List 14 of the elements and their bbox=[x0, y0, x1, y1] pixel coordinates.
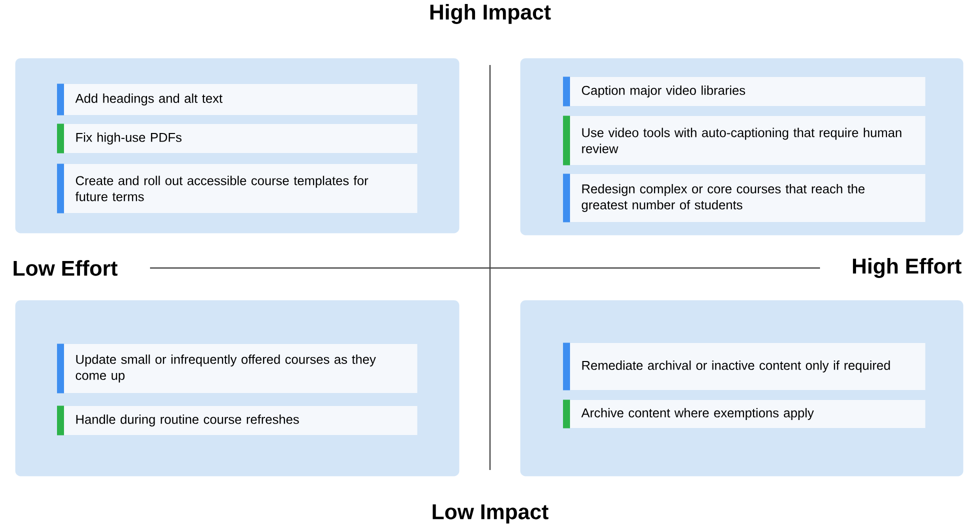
axis-label: High Effort bbox=[852, 258, 962, 278]
action-item: Handle during routine course refreshes bbox=[57, 406, 418, 436]
action-item: Archive content where exemptions apply bbox=[563, 400, 926, 428]
action-item: Redesign complex or core courses that reach the greatest number of students bbox=[563, 174, 926, 222]
action-item: Fix high-use PDFs bbox=[57, 124, 418, 154]
action-item: Caption major video libraries bbox=[563, 76, 926, 106]
axis-label: High Impact bbox=[430, 4, 551, 24]
axis-label: Low Effort bbox=[14, 260, 118, 276]
action-item: Add headings and alt text bbox=[57, 84, 418, 116]
action-item: Remediate archival or inactive content only if required bbox=[563, 342, 926, 390]
action-item: Use video tools with auto-captioning that require human review bbox=[563, 116, 926, 166]
action-item: Update small or infrequently offered courses as they come up bbox=[57, 344, 418, 394]
action-item: Create and roll out accessible course templates for future terms bbox=[57, 164, 418, 214]
axis-label: Low Impact bbox=[432, 504, 548, 524]
